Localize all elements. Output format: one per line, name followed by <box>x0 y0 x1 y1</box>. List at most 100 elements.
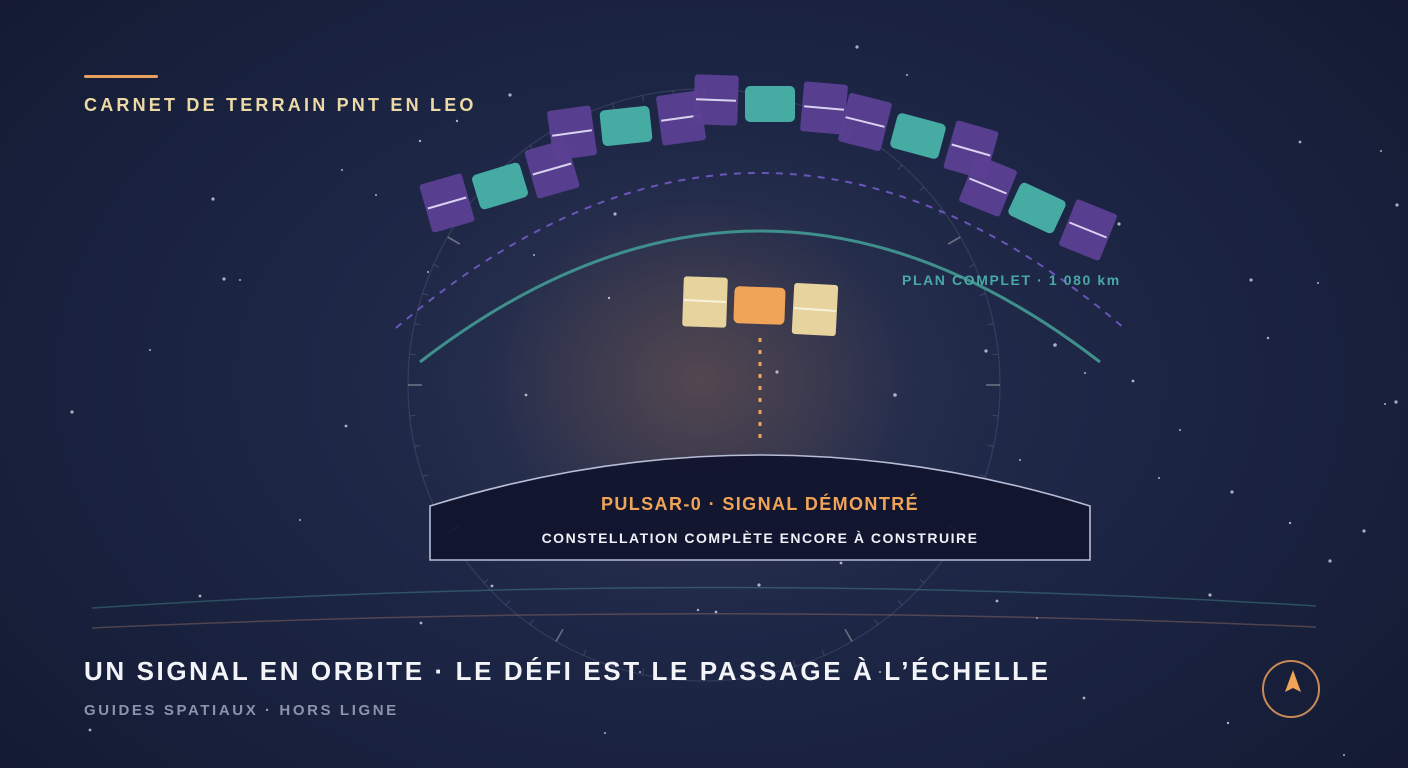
accent-bar <box>84 75 158 78</box>
satellite-panel-purple <box>693 74 739 126</box>
teal-orbit-arc <box>419 229 1101 364</box>
dial-tick <box>409 353 416 356</box>
satellite-panel-purple <box>419 173 475 233</box>
subline: GUIDES SPATIAUX · HORS LIGNE <box>84 702 399 719</box>
star-13 <box>607 296 611 300</box>
page-kicker: CARNET DE TERRAIN PNT EN LEO <box>84 95 477 115</box>
star-32 <box>1230 490 1234 494</box>
dial-tick <box>447 236 461 245</box>
star-20 <box>1131 379 1135 383</box>
dial-tick <box>987 444 994 448</box>
star-5 <box>341 169 343 171</box>
star-24 <box>1395 203 1399 207</box>
star-56 <box>299 519 301 521</box>
satellite-panel-purple <box>1059 199 1117 261</box>
star-12 <box>427 271 429 273</box>
star-21 <box>1249 278 1253 282</box>
star-7 <box>375 194 377 196</box>
star-42 <box>714 610 718 614</box>
star-19 <box>1084 372 1086 374</box>
star-58 <box>1179 429 1181 431</box>
star-47 <box>1082 696 1086 700</box>
star-15 <box>524 393 528 397</box>
star-39 <box>995 599 999 603</box>
star-18 <box>1053 343 1057 347</box>
star-8 <box>222 277 226 281</box>
dial-tick <box>505 600 511 606</box>
dial-tick <box>672 673 675 680</box>
dial-tick <box>612 103 615 110</box>
star-57 <box>149 349 151 351</box>
dial-tick <box>409 414 416 417</box>
dial-tick <box>992 414 999 417</box>
dial-tick <box>874 619 879 625</box>
headline: UN SIGNAL EN ORBITE · LE DÉFI EST LE PAS… <box>84 656 1051 686</box>
star-3 <box>455 119 459 123</box>
satellite-panel-purple <box>800 81 848 135</box>
horizon-line-teal <box>91 586 1317 609</box>
star-26 <box>1266 336 1270 340</box>
star-41 <box>1036 617 1038 619</box>
star-2 <box>508 93 512 97</box>
star-29 <box>1384 403 1386 405</box>
star-25 <box>1117 222 1121 226</box>
star-44 <box>198 594 202 598</box>
star-43 <box>696 608 700 612</box>
status-card-frame <box>429 454 1091 561</box>
dial-tick <box>793 660 796 667</box>
dial-tick <box>733 673 736 680</box>
star-14 <box>775 370 779 374</box>
dial-tick <box>992 353 999 356</box>
dial-tick <box>979 293 986 296</box>
satellite-panel-purple <box>547 105 597 161</box>
star-1 <box>906 74 908 76</box>
star-4 <box>418 139 422 143</box>
panel-seam-right <box>793 307 837 312</box>
dial-tick <box>641 95 645 102</box>
star-51 <box>419 621 423 625</box>
satellite-bus-teal <box>1008 182 1066 234</box>
dial-tick <box>979 474 986 477</box>
status-card-title: PULSAR-0 · SIGNAL DÉMONTRÉ <box>600 494 920 514</box>
satellite-panel-purple <box>838 93 892 151</box>
status-card-subtitle: CONSTELLATION COMPLÈTE ENCORE À CONSTRUI… <box>541 530 979 546</box>
satellite-panel-purple <box>959 155 1017 217</box>
satellite-bus <box>733 286 786 325</box>
star-10 <box>613 212 617 216</box>
star-34 <box>1288 521 1292 525</box>
satellite-bus-teal <box>599 105 653 147</box>
dial-tick <box>897 600 903 606</box>
star-0 <box>855 45 859 49</box>
dial-tick <box>821 649 825 656</box>
dial-tick <box>968 264 975 268</box>
dial-tick <box>422 474 429 477</box>
star-17 <box>984 349 988 353</box>
compass-badge <box>1262 660 1320 718</box>
star-30 <box>70 410 74 414</box>
constellation-satellites <box>419 74 1117 261</box>
dial-tick <box>422 293 429 296</box>
status-card: PULSAR-0 · SIGNAL DÉMONTRÉ CONSTELLATION… <box>428 448 1092 562</box>
star-31 <box>344 424 348 428</box>
satellite-bus-teal <box>472 162 528 210</box>
star-45 <box>88 728 92 732</box>
dial-tick <box>641 668 645 675</box>
dial-tick <box>919 578 925 584</box>
orbit-plan-label: PLAN COMPLET · 1 080 km <box>902 272 1121 288</box>
dial-tick <box>583 649 587 656</box>
star-38 <box>839 561 843 565</box>
star-37 <box>757 583 761 587</box>
star-36 <box>1328 559 1332 563</box>
star-6 <box>211 197 215 201</box>
star-48 <box>1226 721 1230 725</box>
star-27 <box>1317 282 1319 284</box>
star-55 <box>1019 459 1021 461</box>
star-33 <box>1158 477 1160 479</box>
dashed-orbit-path <box>395 172 1125 329</box>
star-50 <box>490 584 494 588</box>
satellite-bus-teal <box>745 86 795 122</box>
status-card-outline <box>429 454 1091 561</box>
star-46 <box>604 732 606 734</box>
compass-arrow-icon <box>1285 670 1301 692</box>
